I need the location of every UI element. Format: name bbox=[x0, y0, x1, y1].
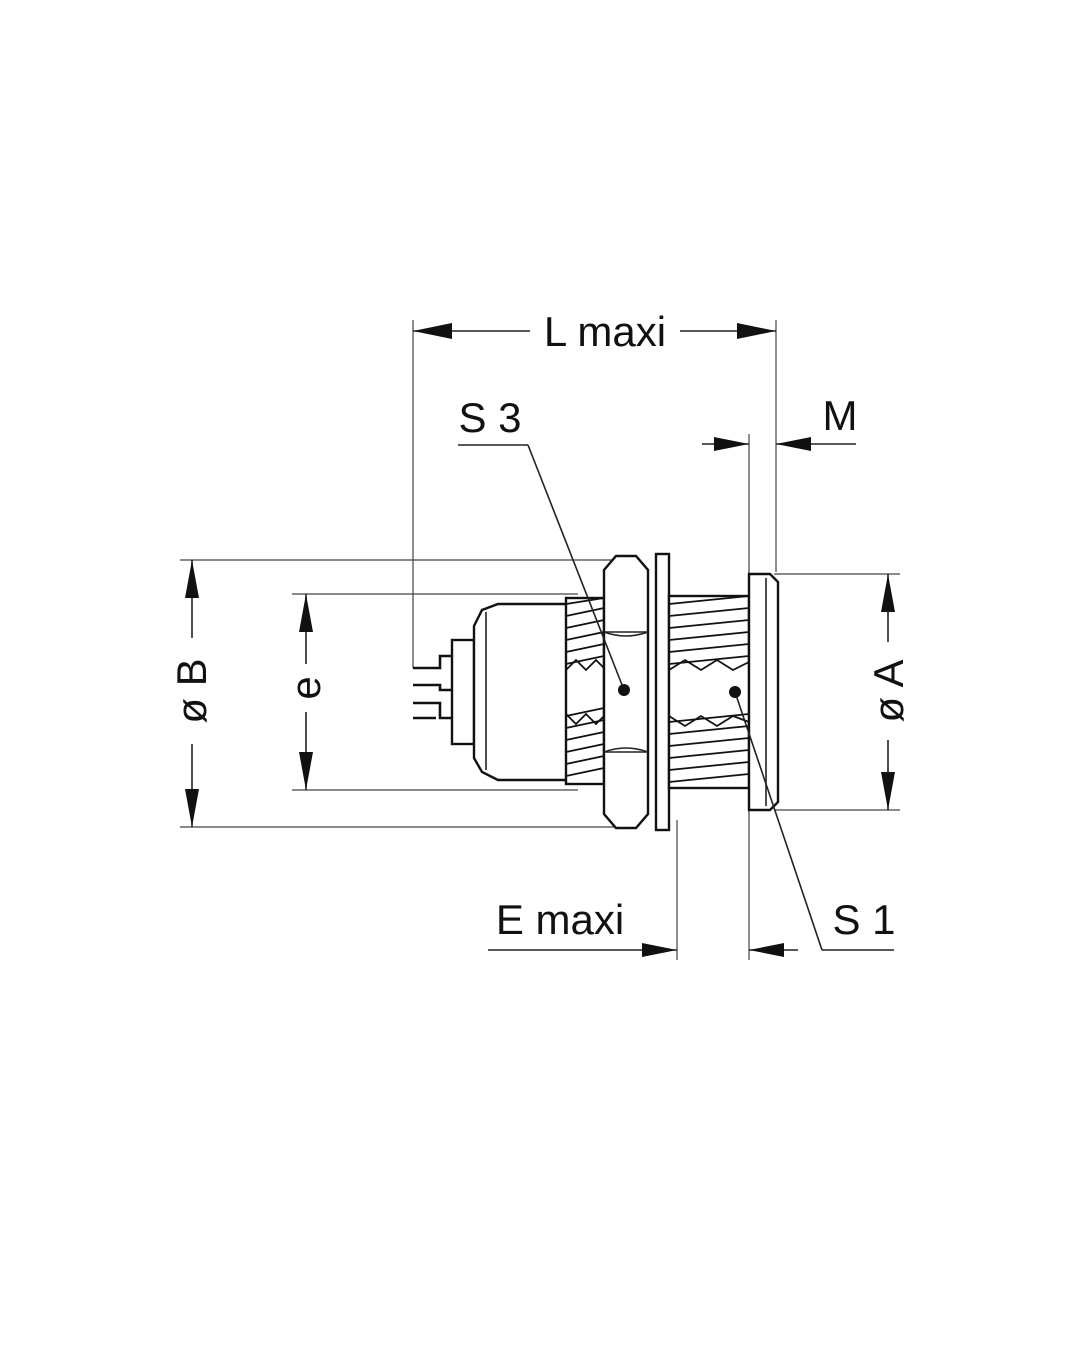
rear-thread bbox=[564, 596, 606, 786]
label-dia-b: ø B bbox=[168, 658, 215, 723]
dimension-l-maxi bbox=[413, 323, 776, 339]
label-m: M bbox=[823, 392, 858, 439]
label-e-maxi: E maxi bbox=[496, 896, 624, 943]
dimension-dia-b bbox=[185, 560, 199, 827]
dimension-m bbox=[702, 437, 856, 451]
front-flange bbox=[747, 572, 780, 812]
rear-housing bbox=[472, 602, 577, 782]
washer bbox=[654, 552, 671, 832]
dimension-dia-a bbox=[881, 574, 895, 810]
label-s1: S 1 bbox=[832, 896, 895, 943]
label-e: e bbox=[282, 676, 329, 699]
connector-body bbox=[413, 552, 780, 832]
dimension-e bbox=[299, 594, 313, 790]
label-s3: S 3 bbox=[458, 394, 521, 441]
rear-contacts bbox=[413, 638, 476, 746]
label-l-maxi: L maxi bbox=[544, 308, 666, 355]
dimension-e-maxi bbox=[488, 943, 798, 957]
leader-s1 bbox=[729, 686, 894, 951]
leader-s3 bbox=[458, 444, 630, 696]
label-dia-a: ø A bbox=[865, 659, 912, 722]
